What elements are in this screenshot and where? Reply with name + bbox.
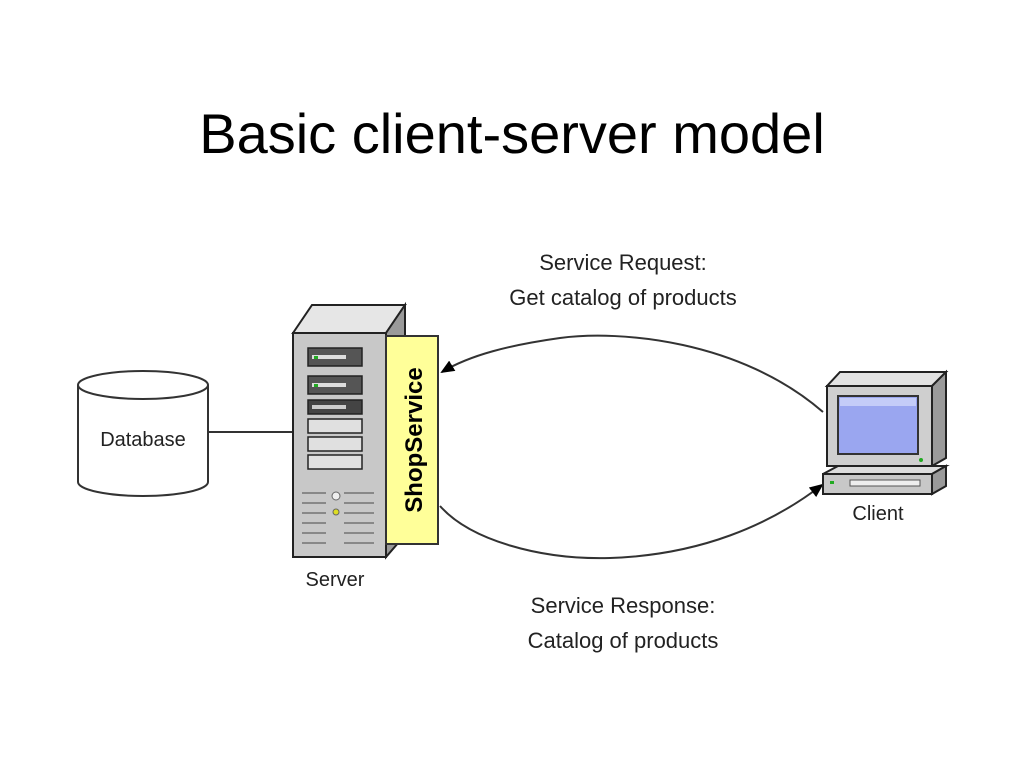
request-arrow <box>440 334 824 413</box>
response-label-line2: Catalog of products <box>528 628 719 653</box>
shop-service-tab <box>385 335 439 545</box>
slide-title: Basic client-server model <box>199 102 825 165</box>
client-label: Client <box>852 503 904 525</box>
request-label-line1: Service Request: <box>539 250 707 275</box>
response-label-line1: Service Response: <box>531 593 716 618</box>
client-computer-icon <box>822 369 950 496</box>
server-label: Server <box>306 569 365 591</box>
request-label-line2: Get catalog of products <box>509 285 736 310</box>
response-arrow <box>439 483 824 560</box>
database-icon <box>77 370 209 497</box>
shop-service-label: ShopService <box>401 367 428 512</box>
database-label: Database <box>100 429 186 451</box>
